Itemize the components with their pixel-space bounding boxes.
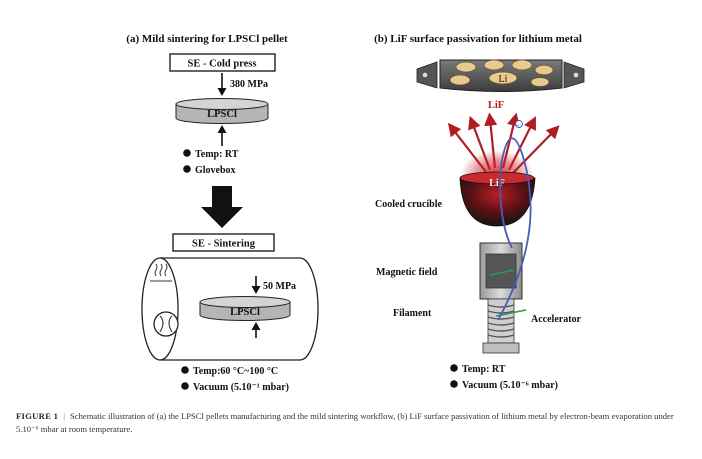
electron-icon — [515, 120, 523, 128]
condition-temp-rt: Temp: RT — [195, 149, 239, 160]
cooled-crucible — [459, 171, 536, 227]
press-arrow-down-icon — [217, 73, 227, 96]
pellet-1-label: LPSCl — [207, 109, 237, 120]
figure-caption: FIGURE 1 |Schematic illustration of (a) t… — [16, 410, 686, 436]
condition-vacuum-1: Vacuum (5.10⁻¹ mbar) — [193, 382, 289, 393]
cooled-crucible-label: Cooled crucible — [375, 199, 442, 210]
panel-a: (a) Mild sintering for LPSCl pellet SE -… — [126, 33, 319, 393]
conditions-list-b: Temp: RT Vacuum (5.10⁻⁶ mbar) — [450, 364, 558, 391]
bullet-icon — [181, 366, 189, 374]
bullet-icon — [181, 382, 189, 390]
li-label: Li — [499, 74, 508, 85]
accelerator-label: Accelerator — [531, 314, 582, 325]
panel-b-title: (b) LiF surface passivation for lithium … — [374, 33, 582, 45]
heat-icon — [150, 263, 172, 282]
electron-label: e⁻ — [516, 123, 521, 129]
magnetic-field-label: Magnetic field — [376, 267, 438, 278]
pellet-2-label: LPSCl — [230, 307, 260, 318]
caption-separator: | — [63, 411, 66, 421]
lpscl-pellet-2 — [199, 296, 291, 321]
bullet-icon — [183, 165, 191, 173]
condition-temp-range: Temp:60 °C~100 °C — [193, 366, 278, 377]
cold-press-box — [169, 53, 276, 72]
press-arrow-down-icon-2 — [251, 276, 261, 294]
pressure-380-label: 380 MPa — [230, 79, 268, 90]
bullet-icon — [450, 364, 458, 372]
press-arrow-up-icon-2 — [251, 322, 261, 338]
electron-gun — [479, 242, 527, 354]
condition-glovebox: Glovebox — [195, 165, 236, 176]
cold-press-label: SE - Cold press — [188, 59, 257, 70]
process-flow-arrow-icon — [201, 186, 243, 228]
lpscl-pellet-1 — [175, 98, 269, 124]
conditions-list-1: Temp: RT Glovebox — [183, 149, 239, 176]
bullet-icon — [450, 380, 458, 388]
pressure-50-label: 50 MPa — [263, 281, 296, 292]
lithium-discs — [449, 59, 554, 87]
panel-b: (b) LiF surface passivation for lithium … — [374, 33, 585, 391]
condition-vacuum-b: Vacuum (5.10⁻⁶ mbar) — [462, 380, 558, 391]
fan-icon — [153, 311, 179, 337]
electron-beam-path — [497, 137, 532, 321]
press-arrow-up-icon — [217, 125, 227, 146]
sintering-box — [172, 233, 275, 252]
condition-temp-rt-b: Temp: RT — [462, 364, 506, 375]
sintering-label: SE - Sintering — [192, 239, 256, 250]
bullet-icon — [183, 149, 191, 157]
caption-text: Schematic illustration of (a) the LPSCl … — [16, 411, 674, 434]
caption-label: FIGURE 1 — [16, 411, 59, 421]
conditions-list-2: Temp:60 °C~100 °C Vacuum (5.10⁻¹ mbar) — [181, 366, 289, 393]
lif-top-label: LiF — [488, 100, 504, 111]
filament-label: Filament — [393, 308, 432, 319]
panel-a-title: (a) Mild sintering for LPSCl pellet — [126, 33, 288, 45]
lif-crucible-label: LiF — [489, 178, 505, 189]
